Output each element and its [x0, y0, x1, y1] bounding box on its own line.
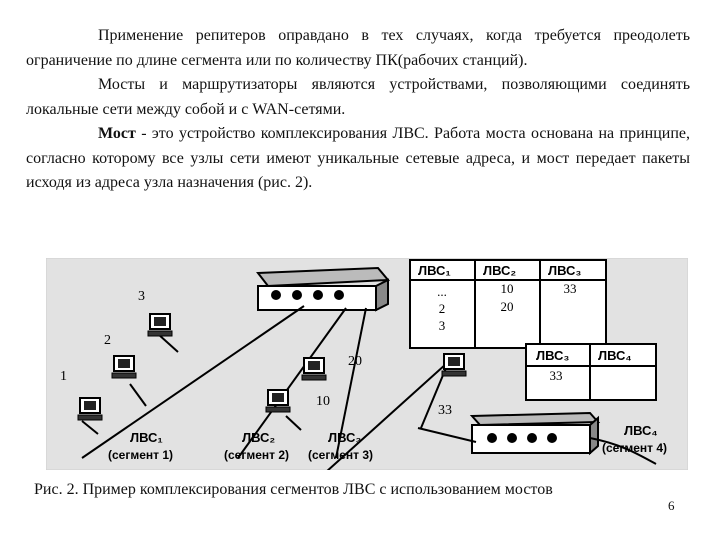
node-label: 10	[316, 394, 330, 409]
figure-caption: Рис. 2. Пример комплексирования сегменто…	[34, 481, 553, 498]
term-bridge: Мост	[98, 125, 136, 142]
bridge-2	[469, 411, 601, 456]
paragraph-bridges-routers: Мосты и маршрутизаторы являются устройст…	[26, 76, 690, 118]
pc-icon	[265, 389, 291, 413]
table-cell: 10	[501, 281, 514, 296]
table-header: ЛВС₁	[418, 263, 451, 278]
node-label: 2	[104, 333, 111, 348]
table-cell: 3	[439, 318, 446, 333]
table-cell: 33	[564, 281, 577, 296]
cables	[81, 305, 657, 470]
segment-label: ЛВС₂	[242, 430, 275, 445]
routing-table-2: ЛВС₃ ЛВС₄ 33	[525, 343, 657, 401]
table-cell: 2	[439, 301, 446, 316]
node-label: 20	[348, 354, 362, 369]
segment-label: ЛВС₄	[624, 423, 658, 438]
pc-icon	[441, 353, 467, 377]
segment-sublabel: (сегмент 3)	[308, 448, 373, 462]
segment-sublabel: (сегмент 4)	[602, 441, 667, 455]
pc-icon	[301, 357, 327, 381]
pc-icon	[111, 355, 137, 379]
segment-label: ЛВС₁	[130, 430, 163, 445]
network-figure: 1 2 3 10 20 33 ЛВС₁ ЛВС₂ ЛВС₃ ... 2 3 10	[46, 258, 688, 470]
definition-text: - это устройство комплексирования ЛВС. Р…	[26, 125, 690, 191]
table-cell: 20	[501, 299, 514, 314]
segment-sublabel: (сегмент 1)	[108, 448, 173, 462]
bridge-1	[256, 266, 391, 312]
table-header: ЛВС₃	[536, 348, 569, 363]
paragraph-bridge-definition: Мост - это устройство комплексирования Л…	[26, 122, 690, 196]
node-label: 3	[138, 289, 145, 304]
paragraph-repeaters: Применение репитеров оправдано в тех слу…	[26, 27, 690, 69]
table-header: ЛВС₃	[548, 263, 581, 278]
table-cell: 33	[550, 368, 563, 383]
table-cell: ...	[437, 284, 447, 299]
page-number: 6	[668, 498, 675, 513]
segment-label: ЛВС₃	[328, 430, 361, 445]
node-label: 1	[60, 369, 67, 384]
table-header: ЛВС₂	[483, 263, 516, 278]
segment-sublabel: (сегмент 2)	[224, 448, 289, 462]
pc-icon	[147, 313, 173, 337]
body-text: Применение репитеров оправдано в тех слу…	[26, 24, 690, 196]
table-header: ЛВС₄	[598, 348, 632, 363]
routing-table-1: ЛВС₁ ЛВС₂ ЛВС₃ ... 2 3 10 20 33	[409, 259, 607, 349]
pc-icon	[77, 397, 103, 421]
node-label: 33	[438, 403, 452, 418]
